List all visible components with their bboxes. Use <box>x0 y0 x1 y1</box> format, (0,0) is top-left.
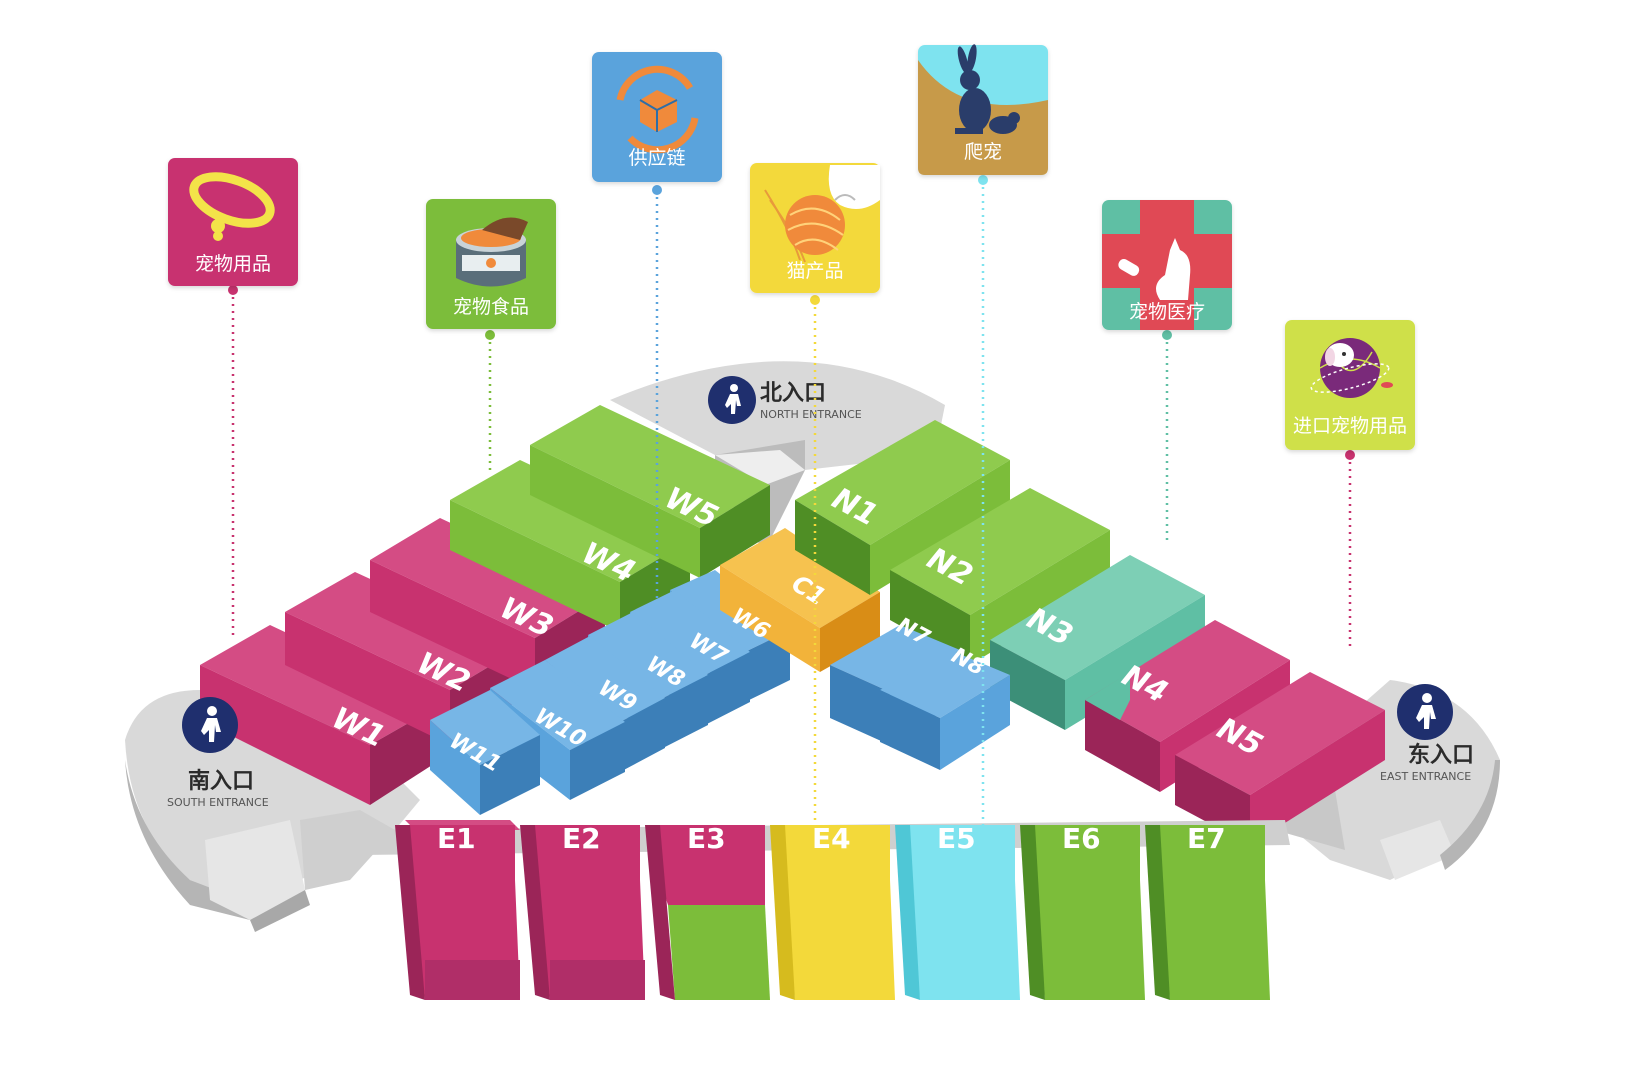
collar-icon <box>189 172 275 241</box>
category-imported[interactable]: 进口宠物用品 <box>1285 320 1415 450</box>
category-label-pet-supplies: 宠物用品 <box>195 253 271 275</box>
globe-dog-icon <box>1310 338 1393 398</box>
label-e3: E3 <box>687 822 726 855</box>
east-entrance-en: EAST ENTRANCE <box>1380 770 1471 783</box>
rabbit-icon <box>955 44 1020 134</box>
label-e6: E6 <box>1062 822 1101 855</box>
label-e7: E7 <box>1187 822 1226 855</box>
category-label-cat-products: 猫产品 <box>786 260 843 282</box>
hall-e7[interactable] <box>1145 825 1270 1000</box>
east-entrance-marker[interactable]: 东入口 EAST ENTRANCE <box>1380 684 1474 783</box>
hall-e4[interactable] <box>770 825 895 1000</box>
hall-e6[interactable] <box>1020 825 1145 1000</box>
category-cat-products[interactable]: 猫产品 <box>750 163 880 293</box>
hall-e1[interactable] <box>395 820 520 1000</box>
hall-c1[interactable] <box>720 528 880 672</box>
label-e5: E5 <box>937 822 976 855</box>
category-label-pet-medical: 宠物医疗 <box>1129 301 1205 323</box>
medical-cross-cat-icon <box>1102 200 1232 330</box>
label-e2: E2 <box>562 822 601 855</box>
south-entrance-cn: 南入口 <box>188 769 254 794</box>
hall-e3[interactable] <box>645 825 770 1000</box>
label-e1: E1 <box>437 822 476 855</box>
hall-w11[interactable] <box>430 690 540 815</box>
hall-n8[interactable] <box>880 650 1010 770</box>
supply-box-icon <box>616 65 699 154</box>
category-label-reptiles: 爬宠 <box>964 141 1002 163</box>
category-pet-food[interactable]: 宠物食品 <box>426 199 556 329</box>
yarn-ball-icon <box>764 165 880 263</box>
hall-w5[interactable] <box>530 405 770 578</box>
category-label-pet-food: 宠物食品 <box>453 296 529 318</box>
south-entrance-en: SOUTH ENTRANCE <box>167 796 269 809</box>
category-pet-medical[interactable]: 宠物医疗 <box>1102 200 1232 330</box>
north-entrance-en: NORTH ENTRANCE <box>760 408 862 421</box>
pet-food-can-icon <box>456 217 528 287</box>
category-reptiles[interactable]: 爬宠 <box>918 44 1048 175</box>
category-supply-chain[interactable]: 供应链 <box>592 52 722 182</box>
east-entrance-cn: 东入口 <box>1408 742 1474 768</box>
hall-e5[interactable] <box>895 825 1020 1000</box>
label-e4: E4 <box>812 822 851 855</box>
north-entrance-marker[interactable]: 北入口 NORTH ENTRANCE <box>708 376 862 424</box>
hall-e2[interactable] <box>520 825 645 1000</box>
south-entrance-marker[interactable]: 南入口 SOUTH ENTRANCE <box>167 697 269 809</box>
category-pet-supplies[interactable]: 宠物用品 <box>168 158 298 286</box>
category-label-supply-chain: 供应链 <box>628 147 685 169</box>
category-label-imported: 进口宠物用品 <box>1293 415 1407 437</box>
